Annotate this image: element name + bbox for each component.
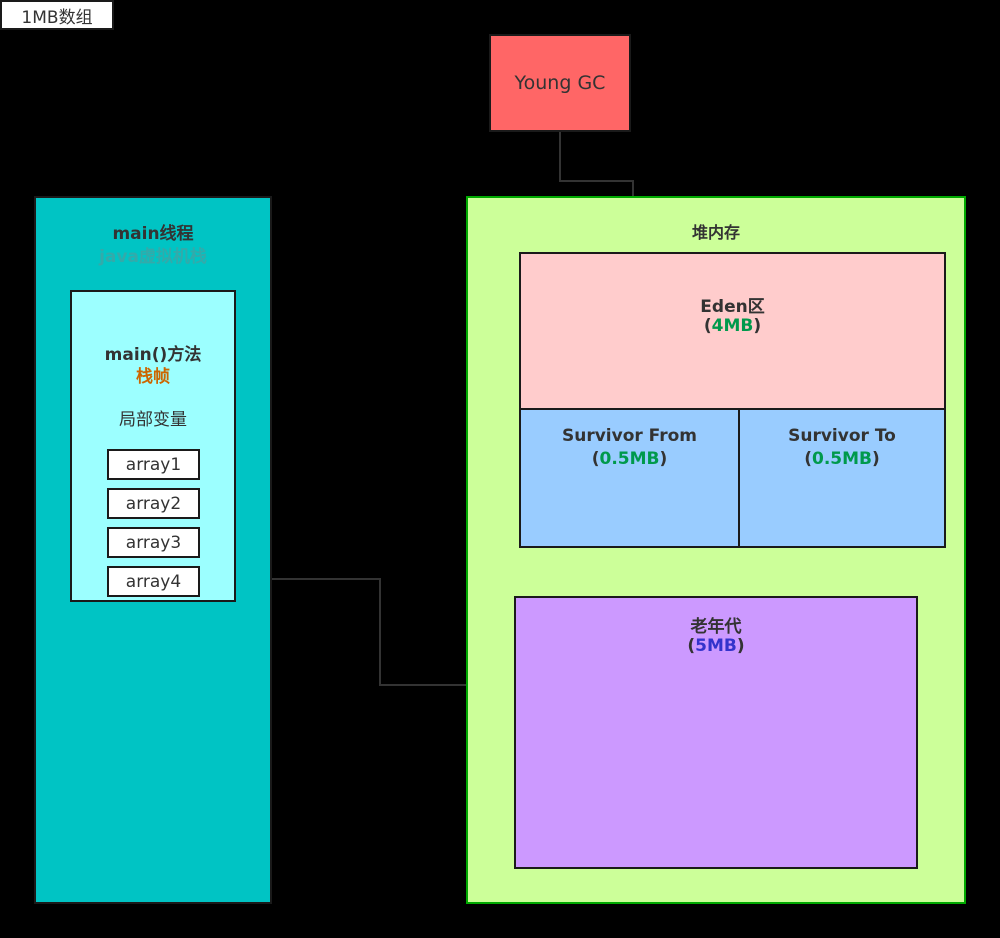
young-gc-box: Young GC [489,34,631,132]
local-var: array1 [107,449,200,480]
local-var: array2 [107,488,200,519]
local-var: array3 [107,527,200,558]
locals-label: 局部变量 [119,410,187,430]
heap-title: 堆内存 [691,223,740,242]
frame-subtitle: 栈帧 [136,367,170,387]
survivor-to-size: (0.5MB) [804,449,880,469]
survivor-from-name: Survivor From [561,426,697,446]
thread-subtitle: java虚拟机栈 [99,247,207,267]
thread-title: main线程 [112,224,194,244]
survivor-to-name: Survivor To [788,426,896,446]
array-object: 1MB数组 [0,0,114,30]
survivor-from-size: (0.5MB) [591,449,668,469]
survivor-to-space [738,408,946,548]
local-var: array4 [107,566,200,597]
old-name: 老年代 [690,617,742,637]
old-size: (5MB) [687,636,745,656]
frame-title: main()方法 [104,345,202,365]
old-generation [514,596,918,869]
eden-name: Eden区 [700,297,765,317]
young-gc-label: Young GC [514,72,606,94]
eden-space [519,252,946,410]
eden-size: (4MB) [703,316,762,336]
